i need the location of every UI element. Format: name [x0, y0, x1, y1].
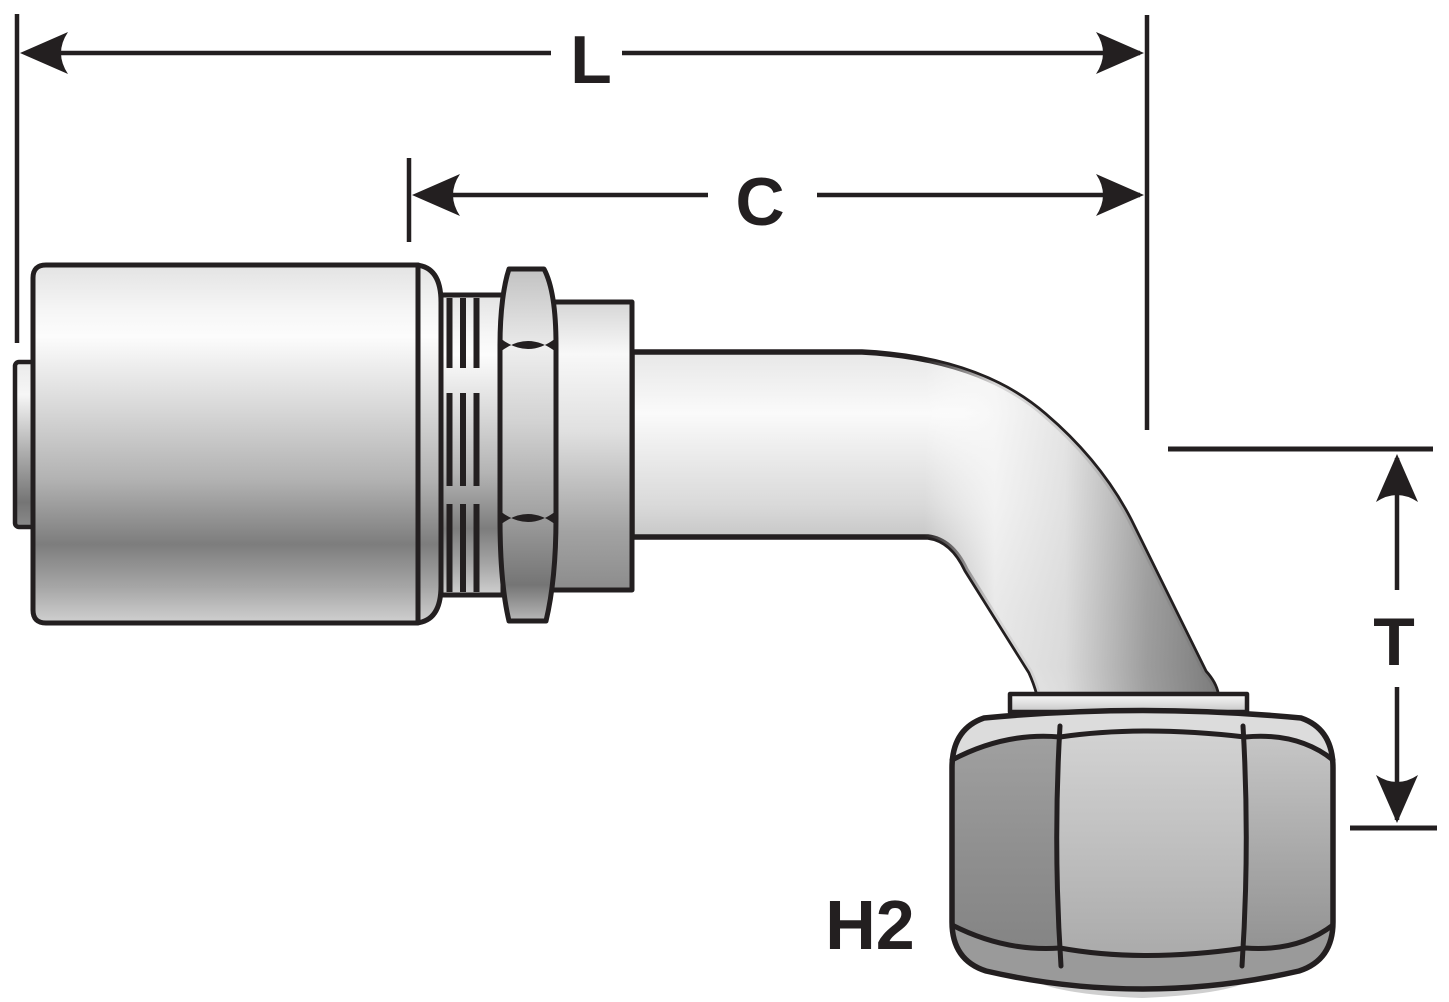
- hex-middle-chamfer-lower: [500, 511, 556, 525]
- hex-end-bottom-highlight: [1030, 977, 1256, 998]
- thread-rib: [446, 298, 453, 368]
- thread-rib: [446, 393, 453, 486]
- dimension-c: C: [406, 158, 1144, 242]
- hex-end-top-chamfer: [952, 710, 1333, 760]
- thread-rib: [473, 393, 480, 486]
- thread-rib: [446, 504, 453, 592]
- arrowhead-left-icon: [20, 32, 68, 74]
- hex-end-chamfer-line-top: [949, 728, 1336, 763]
- arrowhead-right-icon: [1096, 174, 1144, 216]
- hex-middle-bottom-face: [500, 518, 556, 621]
- thread-rib: [460, 298, 466, 368]
- hex-middle-flat-face: [500, 345, 556, 518]
- dimension-t: T: [1168, 446, 1437, 831]
- hex-end-chamfer-line-bottom: [949, 922, 1336, 958]
- hex-end-left-face: [952, 736, 1061, 971]
- hex-nut-middle: [497, 266, 559, 624]
- hex-middle-chamfer-upper: [500, 338, 556, 352]
- thread-rib: [460, 393, 466, 486]
- thread-rib: [473, 504, 480, 592]
- threaded-collar: [438, 292, 506, 598]
- hex-end-edge-right: [1239, 723, 1249, 969]
- crimp-shell-body: [30, 262, 421, 626]
- thread-ribs: [446, 298, 480, 592]
- dimension-l: L: [14, 14, 1150, 430]
- hex-nut-end: [949, 707, 1336, 998]
- flange-cylinder: [549, 299, 635, 593]
- hex-middle-outline: [497, 266, 559, 624]
- arrowhead-up-icon: [1376, 454, 1418, 502]
- hex-end-edge-left: [1054, 723, 1064, 969]
- hex-end-right-face: [1242, 736, 1333, 971]
- arrowhead-right-icon: [1096, 32, 1144, 74]
- part-label-h2: H2: [825, 886, 914, 964]
- arrowhead-down-icon: [1376, 775, 1418, 823]
- crimp-shell-cap: [413, 262, 444, 626]
- thread-rib: [460, 504, 466, 592]
- elbow-tube: [629, 349, 1220, 697]
- elbow-tube-shading: [632, 352, 1217, 694]
- hex-middle-top-face: [500, 269, 556, 345]
- thread-rib: [473, 298, 480, 368]
- dim-t-label: T: [1373, 604, 1415, 680]
- arrowhead-left-icon: [412, 174, 460, 216]
- dim-c-label: C: [735, 164, 784, 240]
- fitting-illustration: [12, 262, 1336, 998]
- dim-l-label: L: [570, 22, 612, 98]
- hex-end-outline: [949, 707, 1336, 992]
